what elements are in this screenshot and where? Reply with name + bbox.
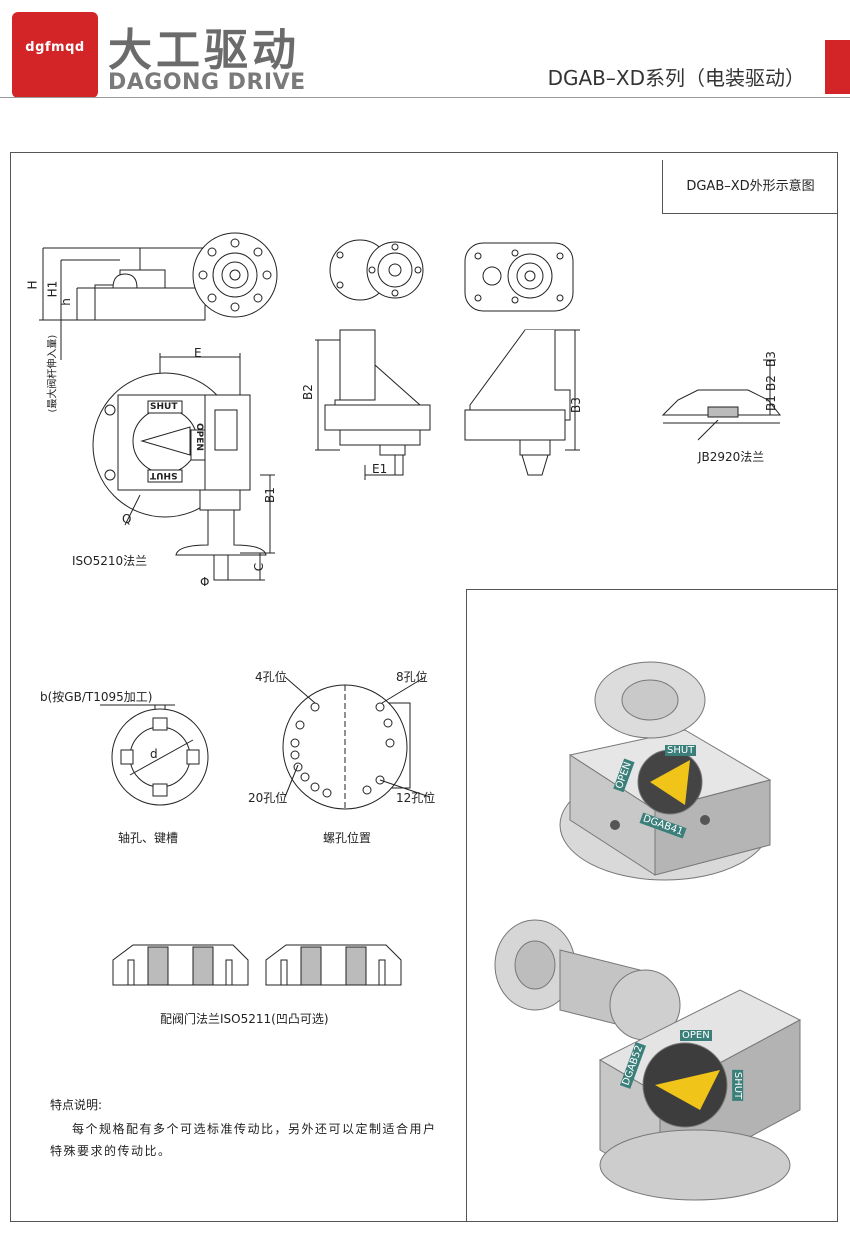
jb2920-label: JB2920法兰 xyxy=(698,450,765,464)
dim-B2-small: B2 xyxy=(763,375,778,391)
logo-text: dgfmqd xyxy=(25,40,85,55)
side-view-alt xyxy=(464,329,580,476)
shaft-keyway-drawing xyxy=(100,704,209,806)
caption-shaft: 轴孔、键槽 xyxy=(118,831,179,845)
dim-E: E xyxy=(194,346,202,360)
holes-12-label: 12孔位 xyxy=(396,791,436,805)
side-view-drawing xyxy=(39,232,278,360)
photo-bottom-open: OPEN xyxy=(680,1030,712,1041)
open-label: OPEN xyxy=(193,423,204,451)
actuator-photo-bottom xyxy=(494,919,802,1201)
jb2920-flange-drawing xyxy=(661,359,782,441)
top-view-motor xyxy=(329,239,424,301)
dim-B1-small: B1 xyxy=(763,395,778,411)
logo xyxy=(12,12,98,98)
dim-B3: B3 xyxy=(568,397,583,413)
caption-bolt: 螺孔位置 xyxy=(323,831,372,845)
front-view-drawing xyxy=(92,353,275,581)
dim-h: h xyxy=(58,298,73,306)
brand-name-cn: 大工驱动 xyxy=(108,25,300,76)
photo-panel xyxy=(466,589,838,1222)
valve-flange-drawing xyxy=(112,944,402,986)
top-view-alt xyxy=(464,242,574,312)
keyway-label: b(按GB/T1095加工) xyxy=(40,690,153,704)
drawing-frame xyxy=(10,152,838,1222)
side-view-motor xyxy=(315,329,431,480)
accent-bar xyxy=(825,40,850,94)
iso5210-label: ISO5210法兰 xyxy=(72,554,148,568)
holes-8-label: 8孔位 xyxy=(396,670,428,684)
dim-B3-small: B3 xyxy=(763,351,778,367)
dim-Q: Q xyxy=(122,512,132,526)
dim-B2: B2 xyxy=(300,384,315,400)
actuator-photo-top xyxy=(559,661,772,881)
header-divider xyxy=(0,97,850,98)
dim-phi: Φ xyxy=(200,575,210,589)
max-stem-label: (最大阀杆伸入量) xyxy=(47,334,59,413)
photo-bottom-shut: SHUT xyxy=(732,1069,744,1102)
dim-E1: E1 xyxy=(372,462,388,476)
panel-title: DGAB–XD外形示意图 xyxy=(662,160,838,214)
shut-label-2: SHUT xyxy=(150,470,178,480)
series-title: DGAB–XD系列（电装驱动） xyxy=(547,66,805,90)
dim-B1: B1 xyxy=(262,487,277,503)
dim-H1: H1 xyxy=(45,280,60,298)
holes-4-label: 4孔位 xyxy=(255,670,287,684)
brand-name-en: DAGONG DRIVE xyxy=(108,70,306,95)
features-title: 特点说明: xyxy=(50,1098,103,1112)
dim-C: C xyxy=(252,562,267,572)
shut-label: SHUT xyxy=(150,402,178,412)
features-body: 每个规格配有多个可选标准传动比，另外还可以定制适合用户特殊要求的传动比。 xyxy=(50,1122,437,1158)
dim-H: H xyxy=(25,280,40,290)
photo-top-shut: SHUT xyxy=(665,745,697,756)
bolt-hole-drawing xyxy=(282,676,431,810)
dim-d: d xyxy=(150,747,158,761)
caption-flange: 配阀门法兰ISO5211(凹凸可选) xyxy=(160,1012,329,1026)
holes-20-label: 20孔位 xyxy=(248,791,288,805)
